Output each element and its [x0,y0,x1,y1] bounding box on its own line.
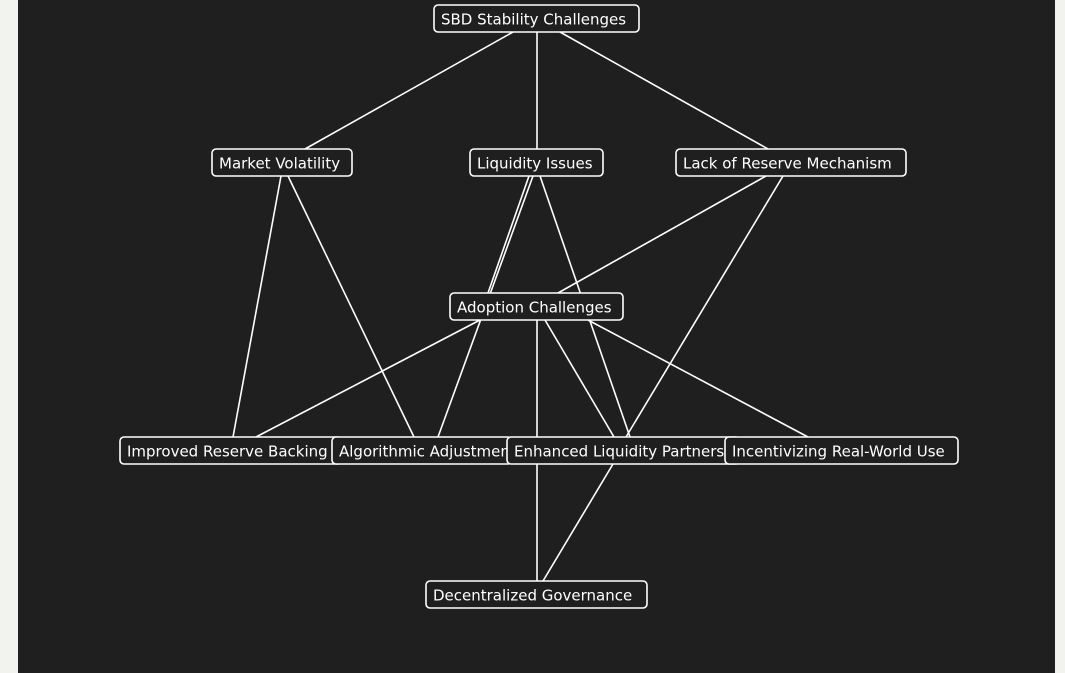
node-partnerships: Enhanced Liquidity Partnerships [506,436,755,465]
edge-volatility-to-reserve_backing [232,175,282,438]
edge-volatility-to-algorithmic [287,175,415,438]
node-label: Algorithmic Adjustments [339,443,524,461]
node-box [211,148,353,177]
node-reserve-mech: Lack of Reserve Mechanism [675,148,907,177]
edge-layer [232,31,809,582]
node-box [449,292,624,321]
edge-liquidity-to-adoption [487,175,530,294]
node-label: SBD Stability Challenges [441,11,626,29]
node-sbd: SBD Stability Challenges [433,4,640,33]
node-realworld: Incentivizing Real-World Use [724,436,959,465]
node-label: Adoption Challenges [457,299,612,317]
edge-adoption-to-realworld [587,319,809,438]
node-algorithmic: Algorithmic Adjustments [331,436,524,465]
node-adoption: Adoption Challenges [449,292,624,321]
edge-sbd-to-reserve_mech [559,31,769,150]
edge-reserve_mech-to-adoption [557,175,767,294]
edge-sbd-to-volatility [304,31,514,150]
node-liquidity: Liquidity Issues [469,148,604,177]
node-label: Improved Reserve Backing [127,443,328,461]
edge-adoption-to-reserve_backing [255,319,481,438]
edge-adoption-to-partnerships [544,319,615,438]
node-label: Liquidity Issues [477,155,593,173]
node-box [675,148,907,177]
node-reserve-backing: Improved Reserve Backing [119,436,343,465]
node-box [425,580,648,609]
node-label: Decentralized Governance [433,587,632,605]
node-box [469,148,604,177]
node-box [724,436,959,465]
node-label: Incentivizing Real-World Use [732,443,945,461]
edge-reserve_mech-to-partnerships [625,175,784,438]
node-volatility: Market Volatility [211,148,353,177]
node-governance: Decentralized Governance [425,580,648,609]
node-label: Enhanced Liquidity Partnerships [514,443,755,461]
node-label: Lack of Reserve Mechanism [683,155,892,173]
edge-partnerships-to-governance [542,463,614,582]
node-box [433,4,640,33]
node-label: Market Volatility [219,155,340,173]
